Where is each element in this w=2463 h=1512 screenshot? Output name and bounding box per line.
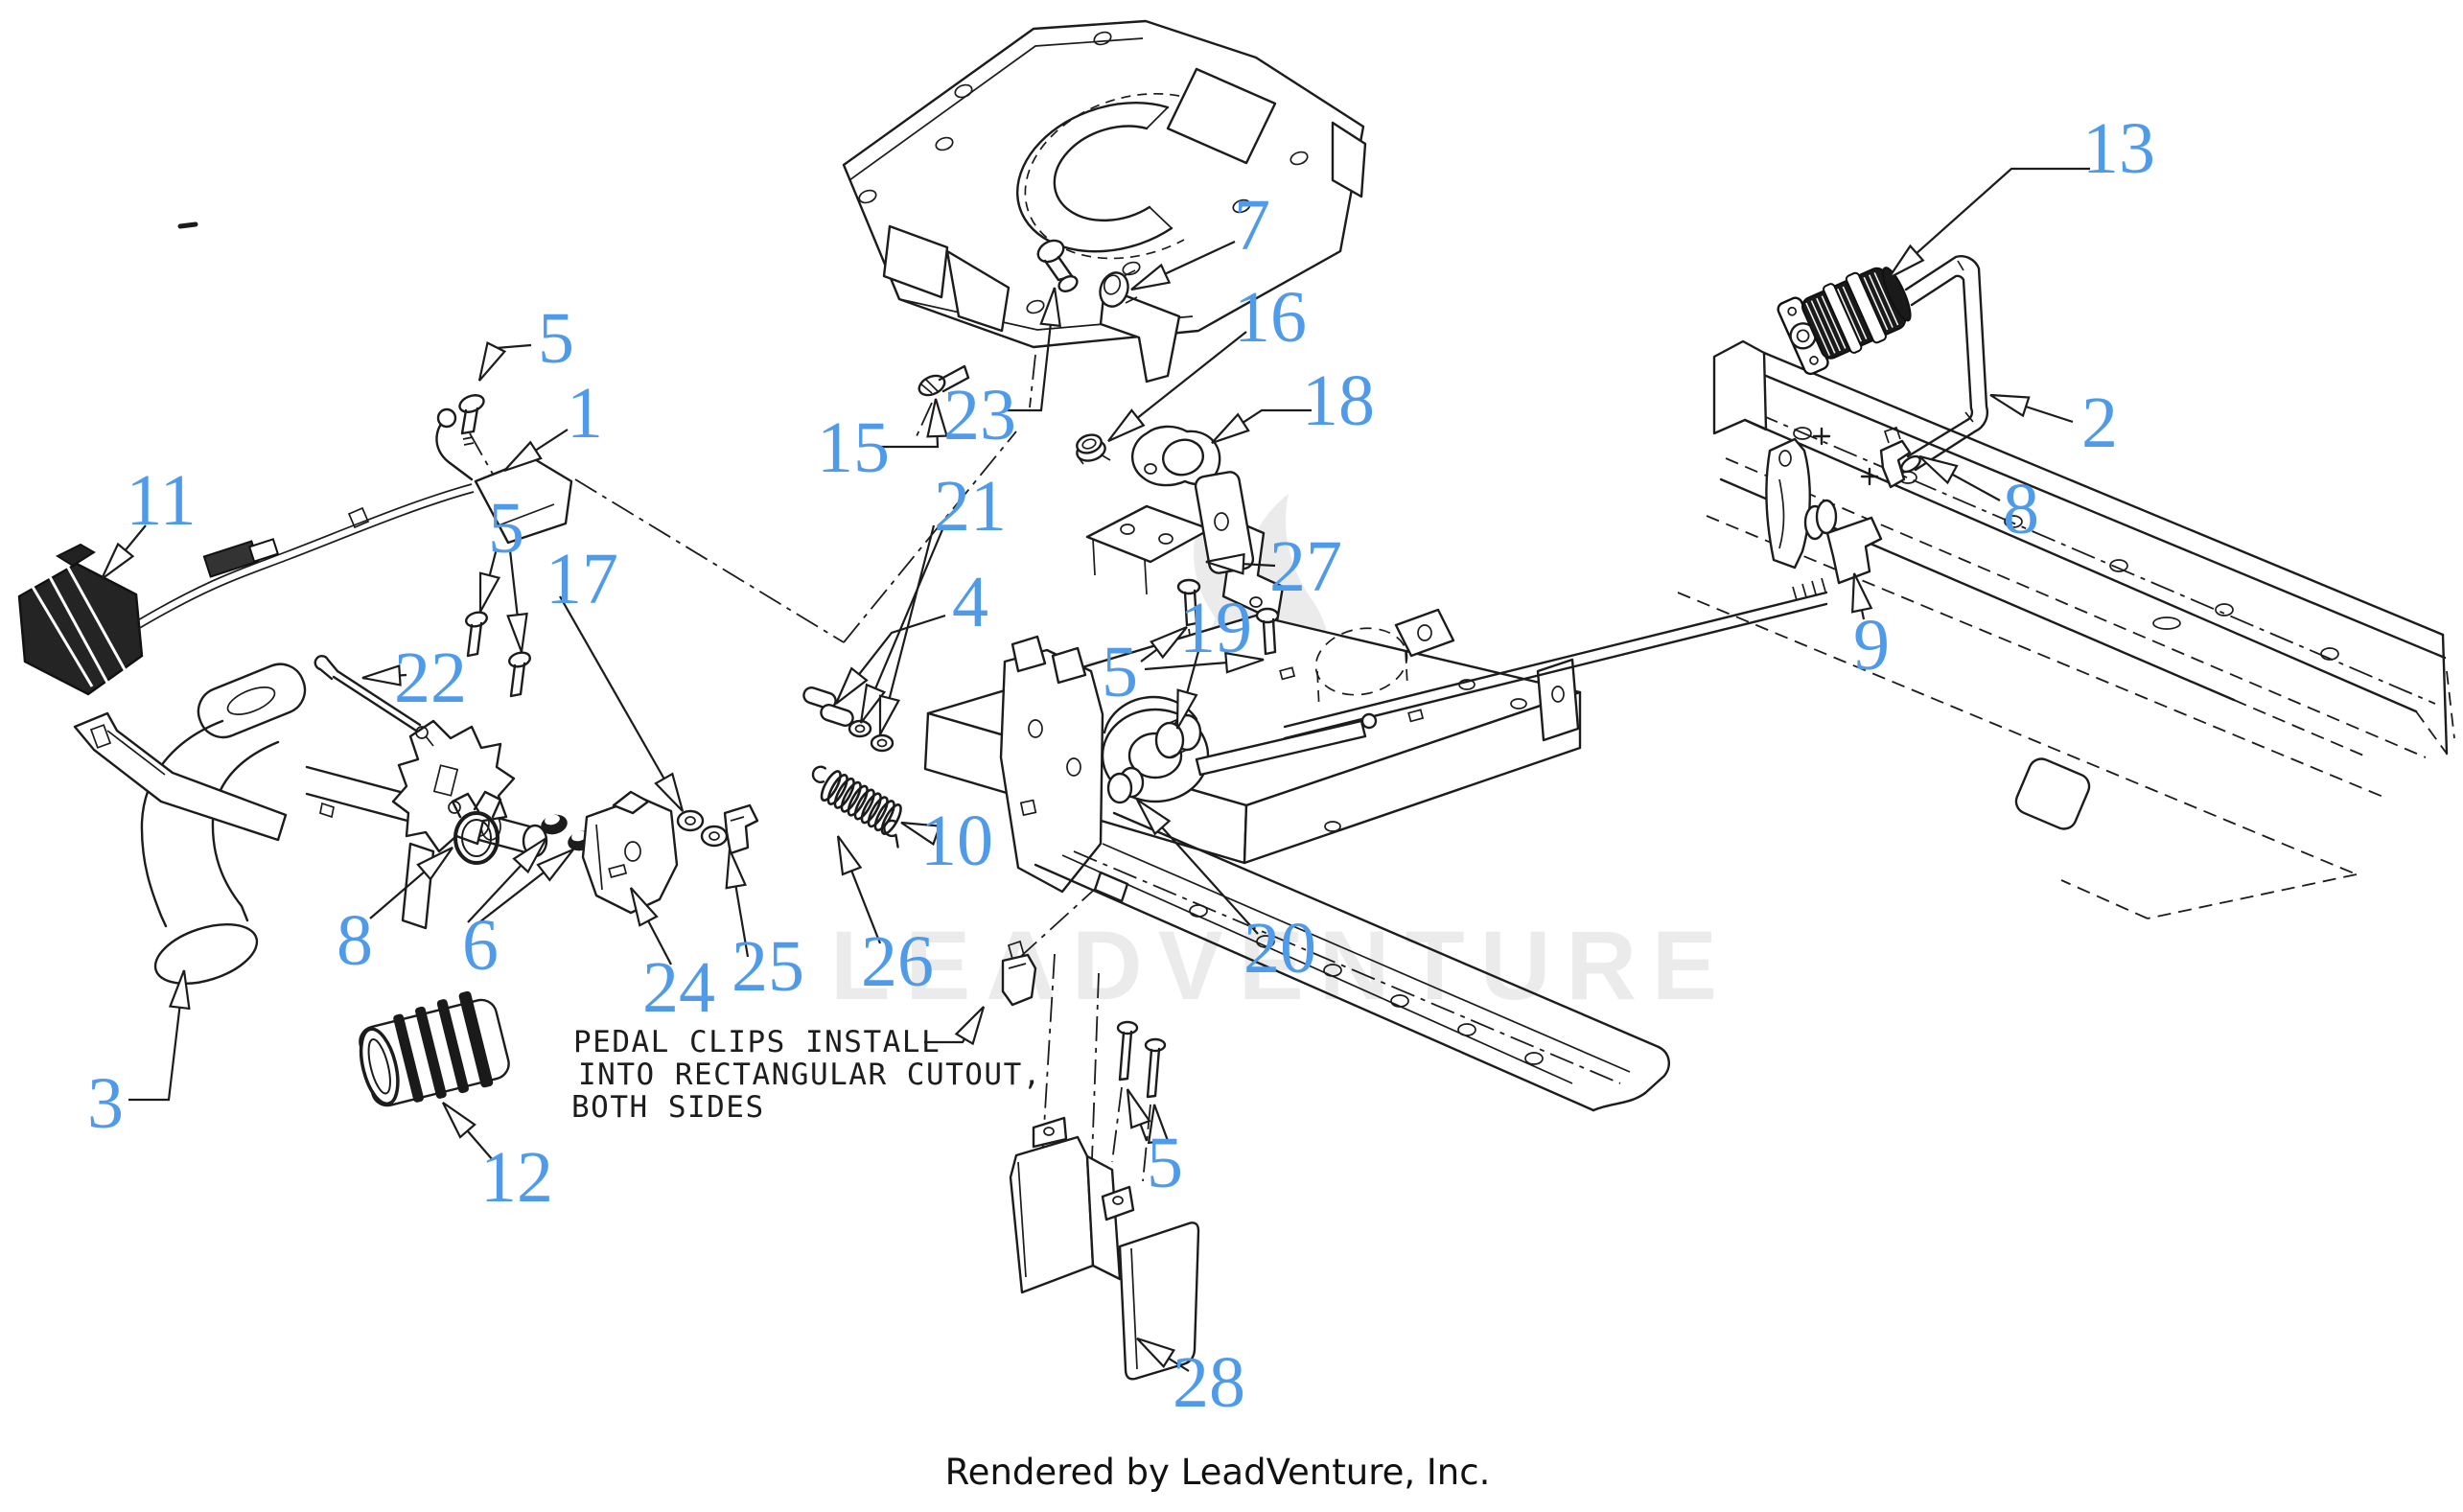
callout-6[interactable]: 6 — [462, 905, 499, 986]
part-28-bracket — [1009, 1116, 1200, 1381]
note-line-3: BOTH SIDES — [571, 1090, 765, 1125]
right-frame — [1677, 255, 2455, 919]
part-5c-bolts — [1176, 578, 1280, 656]
part-23-bolt — [1036, 239, 1079, 292]
part-5a-bolt — [458, 394, 485, 446]
part-11-pad — [17, 543, 144, 696]
part-16-nut — [1076, 433, 1111, 465]
part-2-bar — [1900, 255, 1988, 474]
callout-15[interactable]: 15 — [817, 407, 890, 488]
callout-1[interactable]: 1 — [567, 373, 603, 454]
callout-20[interactable]: 20 — [1243, 908, 1316, 989]
part-25-clip — [723, 803, 759, 855]
callout-16[interactable]: 16 — [1234, 277, 1307, 358]
part-1-latch — [435, 407, 573, 545]
callout-5d[interactable]: 5 — [1147, 1123, 1183, 1203]
harness-wire — [135, 483, 475, 630]
callout-26[interactable]: 26 — [861, 921, 934, 1002]
right-rail — [1677, 339, 2455, 919]
part-8b-clip — [1879, 426, 1912, 489]
pedal-clip — [1001, 940, 1037, 1007]
callout-25[interactable]: 25 — [732, 926, 804, 1007]
part-4-21-pins — [802, 686, 895, 753]
center-frame — [923, 578, 1828, 1381]
callout-4[interactable]: 4 — [952, 562, 988, 642]
callout-13[interactable]: 13 — [2082, 108, 2155, 189]
watermark-text: LEADVENTURE — [830, 911, 1732, 1020]
part-26-spring — [811, 765, 902, 849]
part-5d-screws — [1116, 1020, 1167, 1099]
footer-credit: Rendered by LeadVenture, Inc. — [945, 1452, 1491, 1493]
callout-8b[interactable]: 8 — [2003, 469, 2039, 549]
callout-12[interactable]: 12 — [480, 1137, 553, 1218]
center-rail — [1034, 811, 1670, 1112]
callout-23[interactable]: 23 — [943, 375, 1016, 455]
callout-10[interactable]: 10 — [920, 801, 993, 881]
callout-3[interactable]: 3 — [87, 1063, 124, 1144]
callout-28[interactable]: 28 — [1173, 1342, 1245, 1423]
callout-5b[interactable]: 5 — [488, 488, 524, 569]
part-3-pedal-crank — [73, 663, 548, 985]
callout-17[interactable]: 17 — [546, 539, 618, 619]
part-18-bearing — [1130, 425, 1221, 487]
seat-plate-fasteners — [918, 239, 1285, 623]
install-note: PEDAL CLIPS INSTALL INTO RECTANGULAR CUT… — [571, 1025, 1042, 1125]
callout-11[interactable]: 11 — [126, 460, 196, 541]
note-line-1: PEDAL CLIPS INSTALL — [573, 1025, 941, 1059]
part-22-wire — [314, 655, 434, 747]
part-12-pad — [359, 990, 510, 1107]
callout-5a[interactable]: 5 — [538, 298, 574, 379]
part-5b-bolts — [465, 611, 531, 698]
callout-2[interactable]: 2 — [2081, 383, 2118, 463]
callout-18[interactable]: 18 — [1302, 361, 1375, 441]
leader-lines — [101, 167, 2090, 1372]
part-8a-clamp — [451, 790, 502, 865]
callout-7[interactable]: 7 — [1234, 185, 1270, 266]
part-24-bracket — [581, 790, 679, 915]
tick-mark — [177, 221, 198, 229]
callout-27[interactable]: 27 — [1269, 526, 1342, 607]
callout-19[interactable]: 19 — [1179, 588, 1252, 668]
seat-plate — [842, 19, 1367, 384]
callout-5c[interactable]: 5 — [1102, 632, 1138, 712]
note-line-2: INTO RECTANGULAR CUTOUT, — [578, 1058, 1042, 1092]
part-20-spacer — [1106, 766, 1145, 804]
callout-9[interactable]: 9 — [1853, 605, 1890, 686]
part-13-coupler — [1777, 267, 1912, 376]
part-17-washers — [676, 809, 729, 848]
callout-22[interactable]: 22 — [394, 638, 467, 718]
callout-21[interactable]: 21 — [934, 466, 1007, 547]
callout-24[interactable]: 24 — [642, 947, 715, 1028]
pedal-group — [17, 394, 902, 1107]
callout-8a[interactable]: 8 — [337, 900, 373, 981]
part-7-washer — [1099, 269, 1138, 308]
part-15-bolt — [918, 364, 970, 397]
callout-labels: 5 1 11 22 5 17 3 8 6 12 24 25 26 10 21 4… — [87, 108, 2155, 1423]
